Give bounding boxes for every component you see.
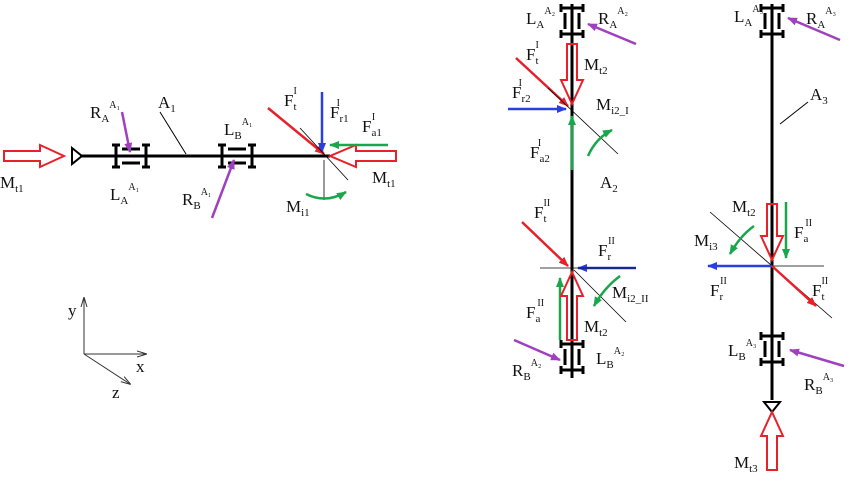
shaft3-fr-label: FrII <box>710 276 727 303</box>
shaft1-reaction-b-label: RBA₁ <box>182 187 211 212</box>
shaft2-bearing-b-label: LBA₂ <box>596 346 624 371</box>
shaft3-reaction-a-arrow <box>787 16 841 42</box>
shaft3-reaction-a-label: RAA₃ <box>806 6 836 31</box>
shaft2-ft1-label: FtI <box>526 40 539 67</box>
shaft3-fa-label: FaII <box>794 218 812 245</box>
shaft1-torque-right-arrow <box>327 143 397 169</box>
shaft3-reaction-b-arrow <box>789 348 845 368</box>
shaft1-torque-left-arrow <box>3 143 67 169</box>
shaft3-torque-input-arrow <box>759 409 785 471</box>
shaft2-torque-top-arrow <box>559 43 585 107</box>
shaft2-name: A2 <box>600 173 618 195</box>
shaft2-normal-line-1 <box>547 87 619 155</box>
shaft1-bearing-b <box>218 143 256 169</box>
shaft3-mt-label: Mt2 <box>732 197 756 219</box>
shaft2-reaction-a-arrow <box>587 22 637 46</box>
shaft2-ft1-arrow <box>515 57 569 107</box>
shaft1-torque-right-label: Mt1 <box>372 168 396 190</box>
shaft1-torque-left-label: Mt1 <box>0 173 24 195</box>
shaft1-reaction-b-arrow <box>210 159 236 219</box>
shaft2-mi1-label: Mi2_I <box>596 95 629 117</box>
axis-z <box>83 353 130 384</box>
shaft3-group: LAA₃ RAA₃ A3 Mt2 FaII Mi3 FrII FtII LBA₃… <box>694 4 845 475</box>
shaft2-reaction-b-arrow <box>513 338 561 362</box>
shaft3-bearing-a-label: LAA₃ <box>734 4 763 29</box>
shaft2-ft2-arrow <box>521 221 569 267</box>
axis-y-label: y <box>68 301 77 320</box>
shaft2-bearing-a-label: LAA₂ <box>526 6 555 31</box>
shaft2-mt-top-label: Mt2 <box>584 55 608 77</box>
shaft2-bearing-a <box>559 4 585 38</box>
shaft1-label-leader <box>159 111 187 155</box>
shaft1-ft-label: FtI <box>284 86 297 113</box>
shaft3-ft-arrow <box>771 265 817 307</box>
shaft3-torque-arrow <box>759 203 785 263</box>
shaft2-reaction-a-label: RAA₂ <box>598 6 628 31</box>
shaft2-mi1-arrow <box>586 128 613 157</box>
axis-z-label: z <box>112 383 120 402</box>
shaft3-bearing-a <box>759 4 785 38</box>
shaft1-name: A1 <box>158 93 176 115</box>
shaft2-fa2-label: FaII <box>526 298 544 325</box>
shaft1-end-triangle <box>71 145 84 167</box>
shaft1-fr-label: Fr1I <box>330 98 349 125</box>
shaft2-fr1-label: Fr2I <box>512 78 531 105</box>
shaft2-torque-bottom-arrow <box>559 269 585 341</box>
shaft1-fa-label: Fa1I <box>362 112 382 139</box>
shaft3-end-triangle <box>761 401 783 414</box>
shaft3-reaction-b-label: RBA₃ <box>804 372 833 397</box>
shaft2-group: LAA₂ RAA₂ FtI Mt2 Fr2I Mi2_I Fa2I A2 FtI… <box>508 4 649 383</box>
shaft3-name: A3 <box>810 85 828 107</box>
shaft3-bearing-b <box>759 332 785 366</box>
shaft3-mi-arrow <box>728 224 755 255</box>
shaft1-mi-label: Mi1 <box>286 197 310 219</box>
shaft1-mi-arrow <box>305 190 347 201</box>
shaft1-bearing-a-label: LAA₁ <box>110 182 139 207</box>
shaft2-reaction-b-label: RBA₂ <box>512 358 541 383</box>
shaft3-mt3-label: Mt3 <box>734 453 758 475</box>
shaft1-group: A1 Mt1 Mt1 RAA₁ LAA₁ LBA₁ RBA₁ FtI Fr1I … <box>0 86 397 219</box>
shaft3-ft-label: FtII <box>812 276 828 303</box>
shaft2-mi2-label: Mi2_II <box>612 283 649 305</box>
shaft3-label-leader <box>779 101 809 125</box>
shaft2-ft2-label: FtII <box>534 198 550 225</box>
shaft1-ft-arrow <box>267 107 325 155</box>
shaft1-reaction-a-label: RAA₁ <box>90 100 120 125</box>
shaft2-mt-bottom-label: Mt2 <box>584 317 608 339</box>
shaft3-mi-label: Mi3 <box>694 231 718 253</box>
axis-x-label: x <box>136 357 145 376</box>
shaft3-bearing-b-label: LBA₃ <box>728 338 756 363</box>
shaft1-normal-line <box>299 127 349 181</box>
shaft2-fr2-label: FrII <box>598 236 615 263</box>
shaft2-fa1-label: Fa2I <box>530 138 550 165</box>
coordinate-axes: y x z <box>68 298 146 402</box>
shaft2-mi2-arrow <box>592 275 621 307</box>
shaft2-bearing-b <box>559 340 585 374</box>
shaft1-reaction-a-arrow <box>120 111 133 153</box>
shaft1-bearing-b-label: LBA₁ <box>224 117 252 142</box>
